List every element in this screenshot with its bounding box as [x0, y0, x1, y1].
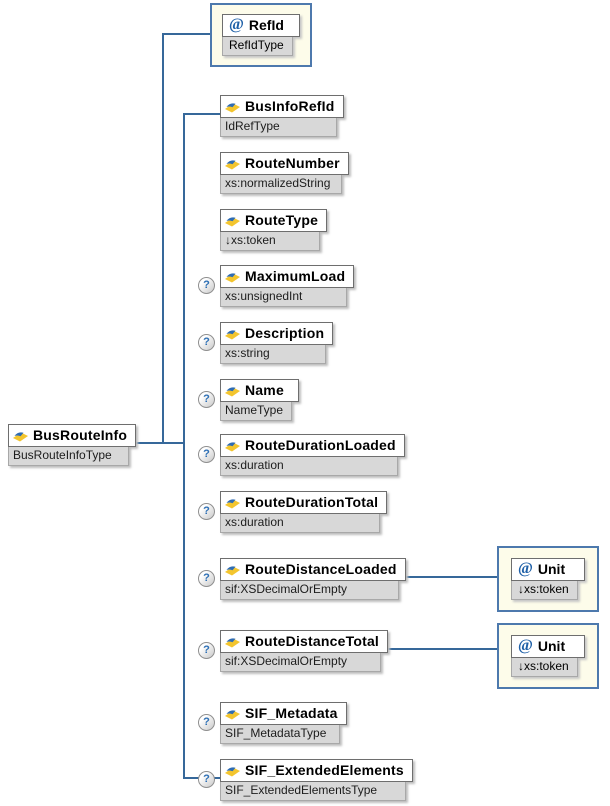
element-icon: [225, 563, 240, 576]
element-type: NameType: [220, 402, 293, 421]
element-type: xs:unsignedInt: [220, 288, 348, 307]
element-type: SIF_ExtendedElementsType: [220, 782, 406, 801]
optional-indicator: ?: [198, 277, 215, 294]
element-name: SIF_Metadata: [245, 705, 338, 721]
node-routedistancetotal[interactable]: RouteDistanceTotal sif:XSDecimalOrEmpty: [220, 630, 389, 672]
element-name: BusRouteInfo: [33, 427, 128, 443]
node-routedurationtotal[interactable]: RouteDurationTotal xs:duration: [220, 491, 388, 533]
element-icon: [225, 635, 240, 648]
optional-indicator: ?: [198, 570, 215, 587]
attribute-container-unit-total[interactable]: @ Unit ↓xs:token: [497, 623, 599, 689]
element-icon: [225, 270, 240, 283]
element-type: xs:normalizedString: [220, 175, 342, 194]
element-name: BusInfoRefId: [245, 98, 335, 114]
element-name: RouteNumber: [245, 155, 340, 171]
element-name: SIF_ExtendedElements: [245, 762, 404, 778]
element-icon: [225, 439, 240, 452]
node-sif-extendedelements[interactable]: SIF_ExtendedElements SIF_ExtendedElement…: [220, 759, 413, 801]
element-name: RouteDurationLoaded: [245, 437, 396, 453]
optional-indicator: ?: [198, 334, 215, 351]
element-icon: [225, 707, 240, 720]
optional-indicator: ?: [198, 642, 215, 659]
element-type: SIF_MetadataType: [220, 725, 340, 744]
element-icon: [225, 100, 240, 113]
node-sif-metadata[interactable]: SIF_Metadata SIF_MetadataType: [220, 702, 347, 744]
node-routenumber[interactable]: RouteNumber xs:normalizedString: [220, 152, 349, 194]
node-maximumload[interactable]: MaximumLoad xs:unsignedInt: [220, 265, 355, 307]
attribute-name: Unit: [537, 561, 566, 577]
element-name: Name: [245, 382, 284, 398]
element-name: MaximumLoad: [245, 268, 346, 284]
attribute-type: RefIdType: [222, 37, 293, 56]
element-type: BusRouteInfoType: [8, 447, 130, 466]
element-icon: [225, 764, 240, 777]
optional-indicator: ?: [198, 391, 215, 408]
node-description[interactable]: Description xs:string: [220, 322, 334, 364]
attribute-icon: @: [518, 560, 533, 577]
element-icon: [13, 429, 28, 442]
element-name: RouteDistanceLoaded: [245, 561, 397, 577]
node-routedurationloaded[interactable]: RouteDurationLoaded xs:duration: [220, 434, 405, 476]
node-routedistanceloaded[interactable]: RouteDistanceLoaded sif:XSDecimalOrEmpty: [220, 558, 406, 600]
element-type: xs:string: [220, 345, 327, 364]
element-icon: [225, 214, 240, 227]
element-type: IdRefType: [220, 118, 337, 137]
element-name: RouteDistanceTotal: [245, 633, 380, 649]
optional-indicator: ?: [198, 503, 215, 520]
attribute-name: Unit: [537, 638, 566, 654]
attribute-name: RefId: [248, 17, 284, 33]
attribute-container-unit-loaded[interactable]: @ Unit ↓xs:token: [497, 546, 599, 612]
element-type: sif:XSDecimalOrEmpty: [220, 581, 399, 600]
attribute-icon: @: [229, 16, 244, 33]
element-type: xs:duration: [220, 514, 381, 533]
attribute-type: ↓xs:token: [511, 658, 578, 677]
element-icon: [225, 157, 240, 170]
element-type: sif:XSDecimalOrEmpty: [220, 653, 382, 672]
optional-indicator: ?: [198, 446, 215, 463]
attribute-container-refid[interactable]: @ RefId RefIdType: [210, 3, 312, 67]
node-busrouteinfo[interactable]: BusRouteInfo BusRouteInfoType: [8, 424, 137, 466]
element-icon: [225, 496, 240, 509]
element-type: ↓xs:token: [220, 232, 321, 251]
element-name: RouteType: [245, 212, 319, 228]
optional-indicator: ?: [198, 771, 215, 788]
node-businforefid[interactable]: BusInfoRefId IdRefType: [220, 95, 344, 137]
node-routetype[interactable]: RouteType ↓xs:token: [220, 209, 328, 251]
element-type: xs:duration: [220, 457, 398, 476]
attribute-type: ↓xs:token: [511, 581, 578, 600]
attribute-icon: @: [518, 637, 533, 654]
node-name[interactable]: Name NameType: [220, 379, 300, 421]
element-icon: [225, 327, 240, 340]
element-icon: [225, 384, 240, 397]
optional-indicator: ?: [198, 714, 215, 731]
element-name: RouteDurationTotal: [245, 494, 379, 510]
element-name: Description: [245, 325, 325, 341]
